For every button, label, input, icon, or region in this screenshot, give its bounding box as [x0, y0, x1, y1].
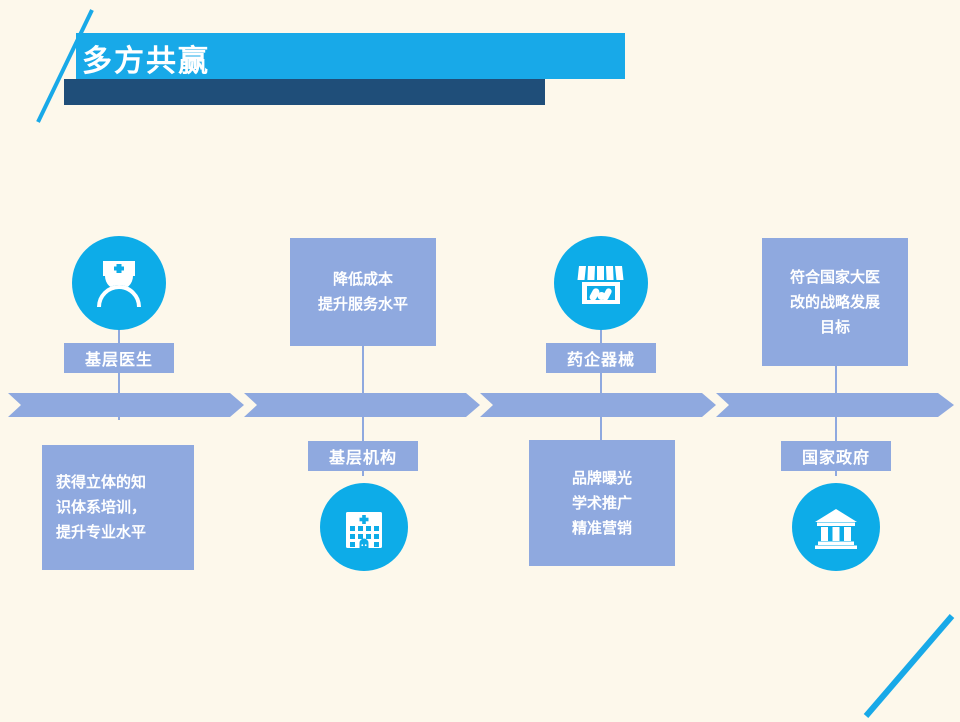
chip-label-grassroots-institution[interactable]: 基层机构: [308, 441, 418, 471]
government-building-glyph: [815, 509, 857, 549]
desc-text: 符合国家大医 改的战略发展 目标: [789, 267, 880, 336]
desc-box-pharma-device: 品牌曝光 学术推广 精准营销: [529, 440, 675, 566]
government-building-icon: [792, 483, 880, 571]
desc-box-national-government: 符合国家大医 改的战略发展 目标: [762, 238, 908, 366]
hospital-building-icon: [320, 483, 408, 571]
doctor-nurse-glyph: [97, 261, 141, 308]
hospital-building-glyph: [346, 512, 382, 548]
connector-stem-2: [362, 346, 364, 476]
chip-label-text: 基层医生: [84, 350, 153, 369]
chip-label-grassroots-doctor[interactable]: 基层医生: [64, 343, 174, 373]
corner-diagonal-accent-icon: [863, 614, 955, 718]
desc-box-grassroots-institution: 降低成本 提升服务水平: [290, 238, 436, 346]
title-cyan-band: [76, 33, 625, 79]
doctor-nurse-icon: [72, 236, 166, 330]
pharmacy-store-glyph: [577, 266, 624, 304]
connector-stem-3: [600, 300, 602, 460]
pharmacy-store-icon: [554, 236, 648, 330]
connector-stem-4: [835, 346, 837, 476]
desc-text: 获得立体的知 识体系培训， 提升专业水平: [56, 473, 147, 541]
chip-label-text: 国家政府: [801, 448, 870, 467]
title-dark-band: [64, 79, 545, 105]
desc-text: 降低成本 提升服务水平: [317, 270, 408, 313]
desc-box-grassroots-doctor: 获得立体的知 识体系培训， 提升专业水平: [42, 445, 194, 570]
page-title: 多方共赢: [82, 44, 210, 79]
chip-label-pharma-device[interactable]: 药企器械: [546, 343, 656, 373]
chip-label-text: 药企器械: [566, 350, 635, 369]
chip-label-national-government[interactable]: 国家政府: [781, 441, 891, 471]
desc-text: 品牌曝光 学术推广 精准营销: [571, 468, 632, 537]
process-arrow-bar: [8, 393, 954, 417]
chip-label-text: 基层机构: [328, 448, 397, 467]
